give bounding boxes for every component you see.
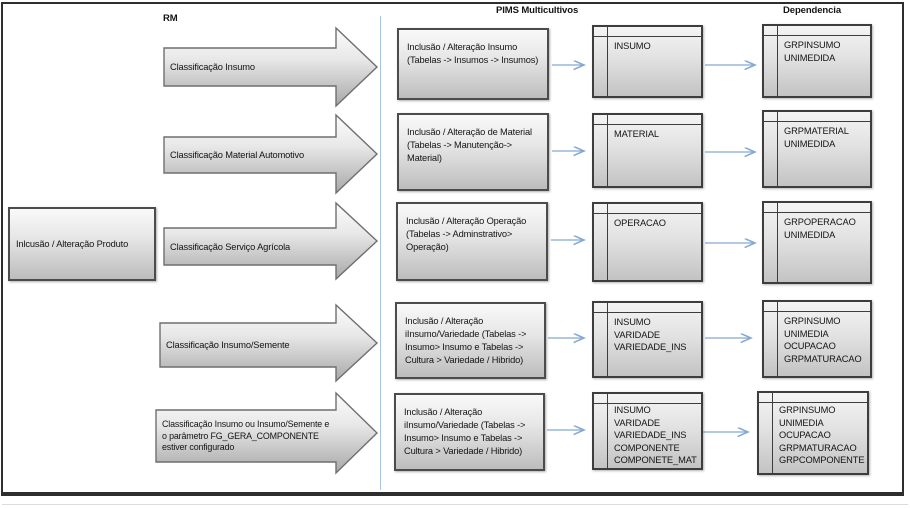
table-key-column-line — [777, 26, 778, 96]
dependency-table-4-fields: GRPINSUMO UNIMEDIA OCUPACAO GRPMATURACAO — [784, 316, 862, 364]
pims-table-5: INSUMO VARIDADE VARIEDADE_INS COMPONENTE… — [592, 392, 703, 470]
process-box-4: Inclusão / Alteração iInsumo/Variedade (… — [395, 302, 546, 379]
block-arrow-classificacao-componente — [155, 391, 379, 475]
block-arrow-classificacao-insumo-semente — [159, 303, 379, 383]
table-header-line — [764, 311, 870, 312]
dependency-table-5: GRPINSUMO UNIMEDIA OCUPACAO GRPMATURACAO… — [757, 391, 869, 475]
table-header-line — [594, 36, 701, 37]
table-key-column-line — [777, 302, 778, 376]
table-header-line — [764, 121, 870, 122]
table-header-line — [764, 35, 870, 36]
dependency-table-2-fields: GRPMATERIAL UNIMEDIDA — [784, 126, 849, 149]
process-box-1: Inclusão / Alteração Insumo (Tabelas -> … — [397, 28, 549, 100]
page-edge-line — [2, 504, 908, 505]
arrow-label-4: Classificação Insumo/Semente — [166, 340, 290, 350]
table-header-line — [759, 402, 867, 403]
pims-table-3-fields: OPERACAO — [614, 218, 666, 228]
pims-table-2: MATERIAL — [592, 113, 703, 188]
table-header-line — [594, 312, 701, 313]
arrow-label-5: Classificação Insumo ou Insumo/Semente e… — [162, 419, 330, 453]
block-arrow-classificacao-material — [163, 113, 379, 195]
column-header-dependencia: Dependencia — [783, 5, 842, 16]
arrow-label-3: Classificação Serviço Agrícola — [170, 241, 291, 252]
pims-table-2-fields: MATERIAL — [614, 129, 660, 139]
column-header-pims: PIMS Multicultivos — [496, 5, 579, 16]
table-key-column-line — [607, 303, 608, 376]
dependency-table-5-fields: GRPINSUMO UNIMEDIA OCUPACAO GRPMATURACAO… — [779, 405, 865, 465]
table-header-line — [594, 403, 701, 404]
table-key-column-line — [777, 112, 778, 186]
diagram-frame — [1, 2, 904, 496]
pims-table-3: OPERACAO — [592, 202, 703, 282]
dependency-table-3: GRPOPERACAO UNIMEDIDA — [762, 201, 872, 284]
table-header-line — [764, 212, 870, 213]
dependency-table-1: GRPINSUMO UNIMEDIDA — [762, 24, 872, 98]
table-key-column-line — [777, 203, 778, 282]
table-key-column-line — [607, 394, 608, 468]
process-box-2: Inclusão / Alteração de Material (Tabela… — [397, 113, 549, 191]
dependency-table-4: GRPINSUMO UNIMEDIA OCUPACAO GRPMATURACAO — [762, 300, 872, 378]
column-divider-line — [380, 16, 381, 490]
dependency-table-3-fields: GRPOPERACAO UNIMEDIDA — [784, 217, 856, 240]
pims-table-4: INSUMO VARIDADE VARIEDADE_INS — [592, 301, 703, 378]
pims-table-1-fields: INSUMO — [614, 41, 651, 51]
dependency-table-1-fields: GRPINSUMO UNIMEDIDA — [784, 40, 841, 63]
pims-table-4-fields: INSUMO VARIDADE VARIEDADE_INS — [614, 317, 687, 352]
block-arrow-classificacao-insumo — [163, 26, 379, 108]
table-header-line — [594, 213, 701, 214]
table-key-column-line — [607, 27, 608, 96]
table-key-column-line — [607, 115, 608, 186]
column-header-rm: RM — [163, 13, 178, 24]
process-box-5: Inclusão / Alteração iInsumo/Variedade (… — [394, 393, 545, 471]
process-box-3: Inclusão / Alteração Operação (Tabelas -… — [396, 202, 548, 281]
pims-table-1: INSUMO — [592, 25, 703, 98]
dependency-table-2: GRPMATERIAL UNIMEDIDA — [762, 110, 872, 188]
source-box-produto: Inlcusão / Alteração Produto — [8, 207, 156, 281]
table-header-line — [594, 124, 701, 125]
arrow-label-1: Classificação Insumo — [170, 62, 255, 72]
source-box-label: Inlcusão / Alteração Produto — [16, 238, 129, 249]
connector-arrows — [547, 65, 755, 432]
table-key-column-line — [772, 393, 773, 473]
block-arrow-classificacao-servico — [163, 201, 379, 281]
pims-table-5-fields: INSUMO VARIDADE VARIEDADE_INS COMPONENTE… — [614, 405, 697, 465]
table-key-column-line — [607, 204, 608, 280]
arrow-label-2: Classificação Material Automotivo — [170, 150, 305, 160]
